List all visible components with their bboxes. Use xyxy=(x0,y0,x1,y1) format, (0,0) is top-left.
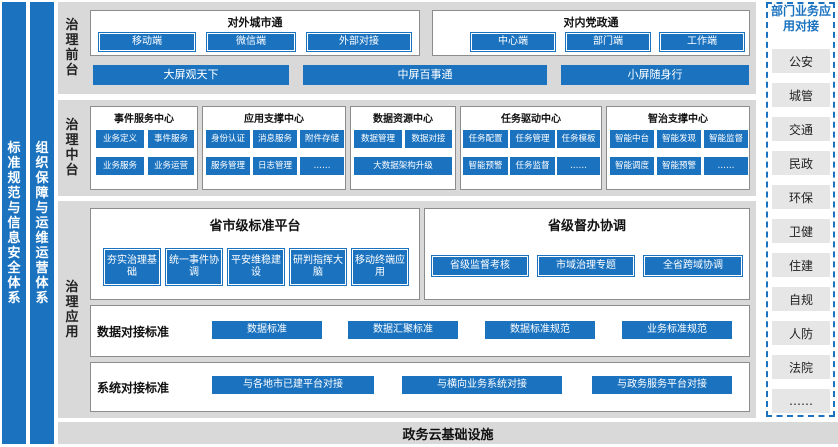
standards-security-bar: 标准规范与信息安全体系 xyxy=(2,2,26,444)
command-brain-button[interactable]: 研判指挥大脑 xyxy=(289,248,347,286)
task-supervision-button[interactable]: 任务监督 xyxy=(510,157,555,175)
smart-warning-button[interactable]: 智能预警 xyxy=(463,157,508,175)
attachment-storage-button[interactable]: 附件存储 xyxy=(300,130,344,148)
app-support-center: 应用支撑中心 xyxy=(202,106,346,190)
dept-item-civil-affairs[interactable]: 民政 xyxy=(772,151,830,175)
application-layer-label: 治理应用 xyxy=(65,279,79,340)
dept-item-urban-management[interactable]: 城管 xyxy=(772,83,830,107)
center-end-button[interactable]: 中心端 xyxy=(470,32,556,52)
business-service-button[interactable]: 业务服务 xyxy=(96,157,144,175)
event-service-button[interactable]: 事件服务 xyxy=(148,130,194,148)
app-support-more-button[interactable]: …… xyxy=(300,157,344,175)
external-docking-button[interactable]: 外部对接 xyxy=(306,32,412,52)
dept-item-transport[interactable]: 交通 xyxy=(772,117,830,141)
message-service-button[interactable]: 消息服务 xyxy=(253,130,297,148)
data-docking-button[interactable]: 数据对接 xyxy=(405,130,452,148)
app-support-center-title: 应用支撑中心 xyxy=(244,114,304,125)
business-definition-button[interactable]: 业务定义 xyxy=(96,130,144,148)
medium-screen-button[interactable]: 中屏百事通 xyxy=(303,65,547,85)
supervision-title: 省级督办协调 xyxy=(547,219,626,234)
data-resource-center: 数据资源中心 xyxy=(350,106,456,190)
business-standard-spec-button[interactable]: 业务标准规范 xyxy=(622,321,732,339)
event-coordination-button[interactable]: 统一事件协调 xyxy=(165,248,223,286)
identity-auth-button[interactable]: 身份认证 xyxy=(206,130,250,148)
task-management-button[interactable]: 任务管理 xyxy=(510,130,555,148)
standards-security-label: 标准规范与信息安全体系 xyxy=(7,140,21,306)
smart-discovery-button[interactable]: 智能发现 xyxy=(657,130,701,148)
provincial-platform-title: 省市级标准平台 xyxy=(209,219,301,234)
org-ops-bar: 组织保障与运维运营体系 xyxy=(30,2,54,444)
event-service-center: 事件服务中心 xyxy=(90,106,198,190)
dept-item-public-security[interactable]: 公安 xyxy=(772,49,830,73)
governance-foundation-button[interactable]: 夯实治理基础 xyxy=(103,248,161,286)
task-more-button[interactable]: …… xyxy=(557,157,600,175)
smart-more-button[interactable]: …… xyxy=(704,157,748,175)
mobile-end-button[interactable]: 移动端 xyxy=(98,32,196,52)
provincial-assessment-button[interactable]: 省级监督考核 xyxy=(431,255,529,277)
data-aggregation-standard-button[interactable]: 数据汇聚标准 xyxy=(348,321,458,339)
business-operation-button[interactable]: 业务运营 xyxy=(148,157,194,175)
gov-cloud-infrastructure: 政务云基础设施 xyxy=(58,422,838,444)
smart-support-center: 智治支撑中心 xyxy=(606,106,750,190)
smart-platform-button[interactable]: 智能中台 xyxy=(610,130,654,148)
task-driven-center-title: 任务驱动中心 xyxy=(501,114,561,125)
worker-end-button[interactable]: 工作端 xyxy=(659,32,745,52)
dept-item-health[interactable]: 卫健 xyxy=(772,219,830,243)
task-driven-center: 任务驱动中心 xyxy=(460,106,602,190)
external-city-title: 对外城市通 xyxy=(227,16,283,29)
cross-region-coordination-button[interactable]: 全省跨域协调 xyxy=(643,255,743,277)
supervision-panel: 省级督办协调 xyxy=(424,208,750,300)
org-ops-label: 组织保障与运维运营体系 xyxy=(35,140,49,306)
dept-item-court[interactable]: 法院 xyxy=(772,355,830,379)
mobile-terminal-button[interactable]: 移动终端应用 xyxy=(351,248,409,286)
data-standard-button[interactable]: 数据标准 xyxy=(212,321,322,339)
city-governance-topic-button[interactable]: 市域治理专题 xyxy=(537,255,635,277)
data-management-button[interactable]: 数据管理 xyxy=(354,130,402,148)
dept-item-more[interactable]: …… xyxy=(772,389,830,413)
bigdata-upgrade-button[interactable]: 大数据架构升级 xyxy=(354,157,452,175)
department-docking-title: 部门业务应用对接 xyxy=(770,4,831,33)
task-config-button[interactable]: 任务配置 xyxy=(463,130,508,148)
large-screen-button[interactable]: 大屏观天下 xyxy=(93,65,289,85)
dept-item-natural-resources[interactable]: 自规 xyxy=(772,287,830,311)
data-resource-center-title: 数据资源中心 xyxy=(373,114,433,125)
stability-building-button[interactable]: 平安维稳建设 xyxy=(227,248,285,286)
smart-alert-button[interactable]: 智能预警 xyxy=(657,157,701,175)
gov-service-docking-button[interactable]: 与政务服务平台对接 xyxy=(592,376,732,394)
local-platform-docking-button[interactable]: 与各地市已建平台对接 xyxy=(212,376,374,394)
small-screen-button[interactable]: 小屏随身行 xyxy=(561,65,749,85)
middle-layer-label: 治理中台 xyxy=(65,118,79,178)
service-management-button[interactable]: 服务管理 xyxy=(206,157,250,175)
horizontal-system-docking-button[interactable]: 与横向业务系统对接 xyxy=(402,376,562,394)
front-layer-label: 治理前台 xyxy=(65,18,79,78)
wechat-end-button[interactable]: 微信端 xyxy=(206,32,296,52)
smart-dispatch-button[interactable]: 智能调度 xyxy=(610,157,654,175)
data-standard-spec-button[interactable]: 数据标准规范 xyxy=(485,321,595,339)
department-end-button[interactable]: 部门端 xyxy=(565,32,651,52)
dept-item-housing[interactable]: 住建 xyxy=(772,253,830,277)
task-template-button[interactable]: 任务模板 xyxy=(557,130,600,148)
internal-party-title: 对内党政通 xyxy=(563,16,619,29)
smart-supervision-button[interactable]: 智能监督 xyxy=(704,130,748,148)
dept-item-civil-defense[interactable]: 人防 xyxy=(772,321,830,345)
system-standard-title: 系统对接标准 xyxy=(97,381,170,395)
log-management-button[interactable]: 日志管理 xyxy=(253,157,297,175)
dept-item-environment[interactable]: 环保 xyxy=(772,185,830,209)
data-standard-title: 数据对接标准 xyxy=(97,325,170,339)
event-service-center-title: 事件服务中心 xyxy=(114,114,174,125)
smart-support-center-title: 智治支撑中心 xyxy=(648,114,708,125)
